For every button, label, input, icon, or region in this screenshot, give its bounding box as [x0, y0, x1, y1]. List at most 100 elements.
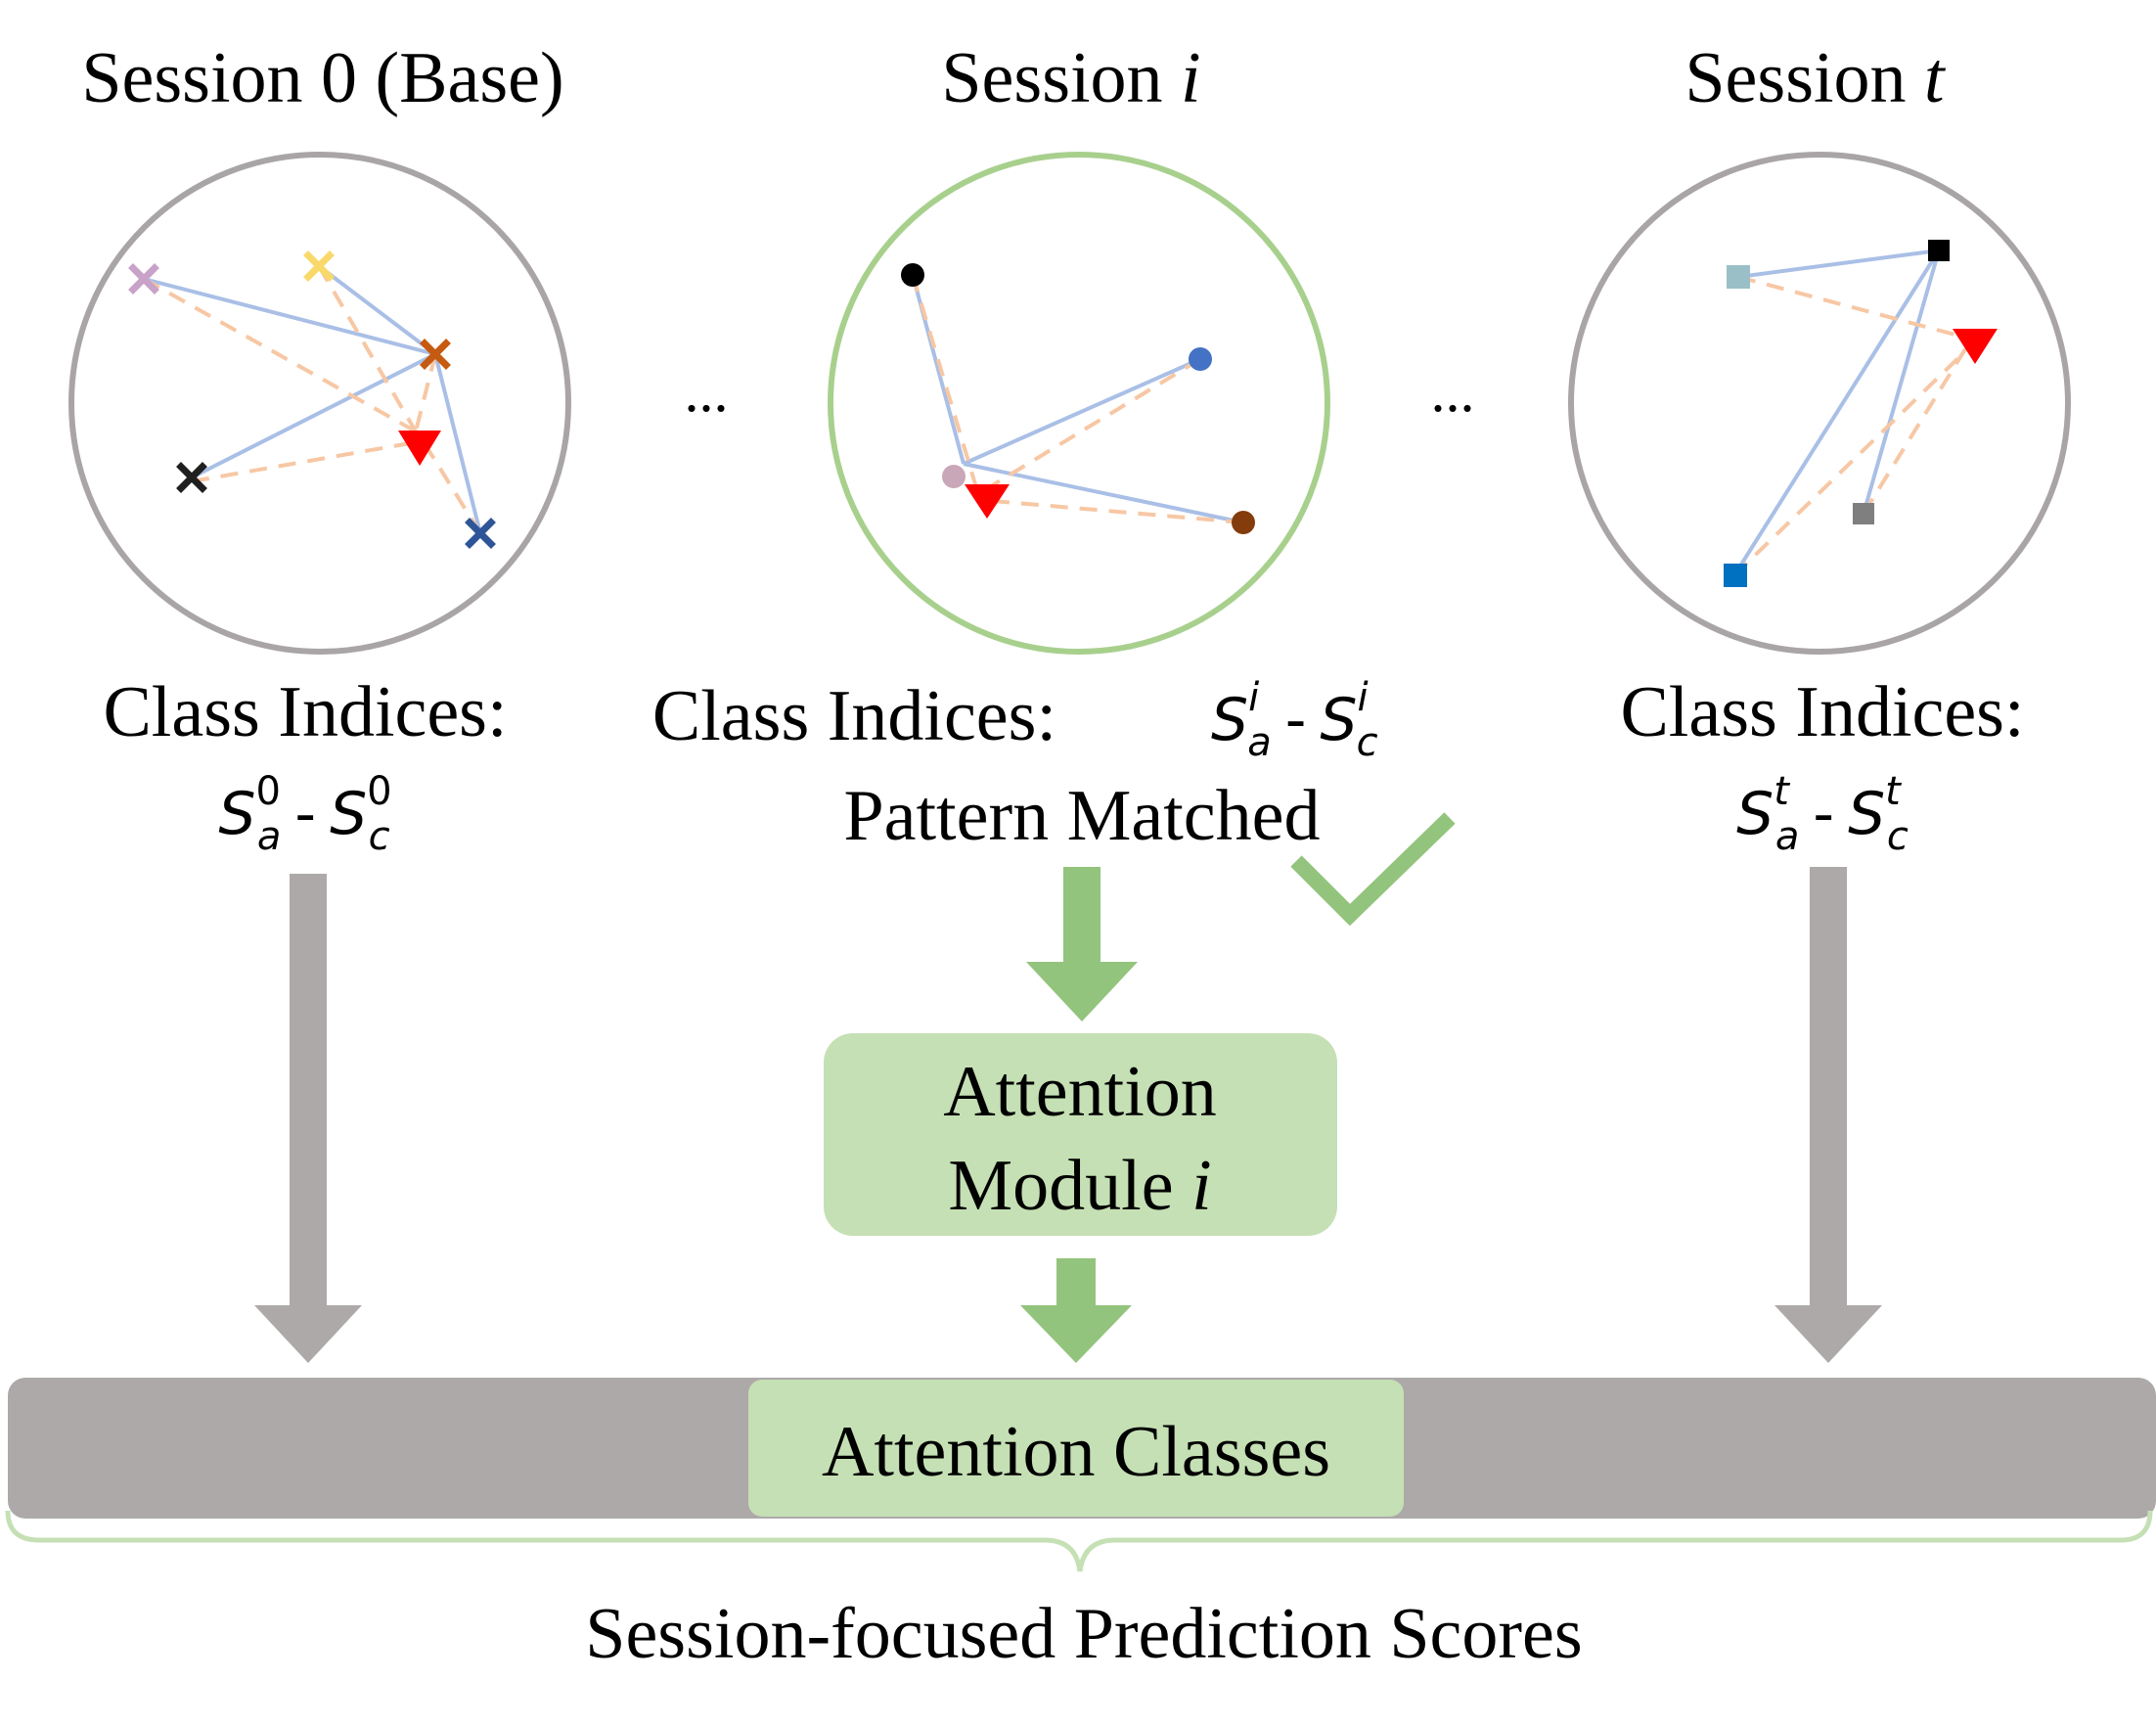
session-i-title: Session i: [941, 38, 1200, 118]
session-i-points: [901, 263, 1255, 534]
arrow-session-base-down: [254, 874, 362, 1363]
session-t-dashed-edges: [1732, 275, 1970, 577]
query-triangle: [398, 431, 441, 466]
range-sub: a: [1775, 814, 1800, 859]
session-base-panel: [68, 152, 571, 655]
cross-point: [128, 263, 159, 295]
range-sup: i: [1248, 675, 1259, 720]
square-point: [1724, 564, 1747, 587]
range-symbol: S: [330, 780, 367, 848]
circle-point: [1189, 347, 1212, 371]
attention-module-box: [824, 1033, 1337, 1236]
arrow-module-to-bar: [1020, 1258, 1132, 1363]
range-symbol: S: [1320, 686, 1357, 754]
session-t-title: Session t: [1684, 38, 1947, 118]
range-sep: -: [1813, 780, 1834, 848]
session-i-circle: [828, 152, 1330, 655]
check-icon: [1290, 812, 1456, 927]
circle-point: [942, 465, 966, 488]
attention-module-line2-var: i: [1191, 1146, 1212, 1226]
range-sub: a: [257, 814, 282, 859]
session-i-title-prefix: Session: [941, 38, 1181, 118]
session-t-indices-label: Class Indices:: [1620, 672, 2024, 752]
cross-point: [420, 339, 451, 370]
dashed-edge: [191, 440, 417, 483]
square-point: [1853, 503, 1874, 524]
attention-module-line2-prefix: Module: [948, 1146, 1191, 1226]
range-sup: 0: [255, 769, 280, 814]
attention-classes-segment: [748, 1380, 1404, 1517]
bar-brace: [5, 1510, 2153, 1572]
range-sup: i: [1357, 675, 1368, 720]
solid-edge: [433, 353, 482, 534]
solid-edge: [317, 264, 437, 356]
solid-edge: [1732, 249, 1941, 577]
range-sub: a: [1247, 720, 1272, 765]
square-point: [1727, 265, 1750, 289]
session-t-panel: [1568, 152, 2071, 655]
dashed-edge: [1732, 350, 1966, 577]
session-t-circle: [1568, 152, 2071, 655]
ellipsis-left: ...: [685, 359, 729, 424]
range-symbol: S: [1736, 780, 1774, 848]
range-sup: 0: [367, 769, 391, 814]
ellipsis-right: ...: [1431, 359, 1475, 424]
solid-edge: [1862, 250, 1941, 515]
solid-edge: [911, 274, 966, 465]
dashed-edge: [317, 264, 418, 433]
dashed-edge: [984, 357, 1202, 491]
session-i-panel: [828, 152, 1330, 655]
session-t-title-prefix: Session: [1684, 38, 1924, 118]
range-symbol: S: [218, 780, 255, 848]
range-sub: c: [1887, 814, 1909, 859]
session-base-indices-label: Class Indices:: [103, 672, 507, 752]
session-base-dashed-edges: [143, 264, 482, 535]
session-i-title-var: i: [1181, 38, 1201, 118]
cross-point: [176, 462, 207, 493]
session-i-dashed-edges: [911, 274, 1244, 524]
solid-edge: [191, 352, 436, 479]
range-sub: c: [1357, 720, 1378, 765]
solid-edge: [143, 277, 436, 356]
session-t-solid-edges: [1732, 249, 1941, 577]
attention-module-line1: Attention: [943, 1052, 1217, 1132]
dashed-edge: [911, 274, 980, 495]
circle-point: [1232, 511, 1255, 534]
range-symbol: S: [1848, 780, 1885, 848]
attention-module-line2: Module i: [948, 1146, 1211, 1226]
cross-point: [465, 518, 496, 549]
query-triangle: [965, 484, 1010, 519]
solid-edge: [1737, 249, 1940, 279]
arrow-session-i-to-module: [1026, 867, 1138, 1022]
solid-edge: [963, 462, 1244, 524]
dashed-edge: [1862, 342, 1970, 516]
session-base-title: Session 0 (Base): [81, 38, 563, 118]
session-i-indices-label: Class Indices:: [652, 676, 1056, 756]
prediction-scores-caption: Session-focused Prediction Scores: [585, 1594, 1582, 1674]
square-point: [1928, 240, 1950, 261]
cross-point: [303, 250, 335, 282]
solid-edge: [963, 357, 1201, 466]
session-t-title-var: t: [1924, 38, 1947, 118]
range-symbol: S: [1211, 686, 1248, 754]
session-base-points: [128, 250, 496, 549]
circle-point: [901, 263, 924, 287]
arrow-session-t-down: [1774, 867, 1882, 1363]
dashed-edge: [421, 438, 482, 535]
range-sep: -: [294, 780, 316, 848]
session-t-points: [1724, 240, 1950, 587]
range-sup: t: [1885, 769, 1902, 814]
attention-classes-label: Attention Classes: [822, 1412, 1330, 1492]
query-triangle: [1953, 329, 1998, 364]
session-base-solid-edges: [143, 264, 482, 534]
dashed-edge: [1737, 275, 1967, 340]
dashed-edge: [992, 499, 1244, 524]
dashed-edge: [143, 277, 417, 433]
session-i-status: Pattern Matched: [844, 776, 1321, 856]
range-sup: t: [1774, 769, 1790, 814]
session-base-circle: [68, 152, 571, 655]
